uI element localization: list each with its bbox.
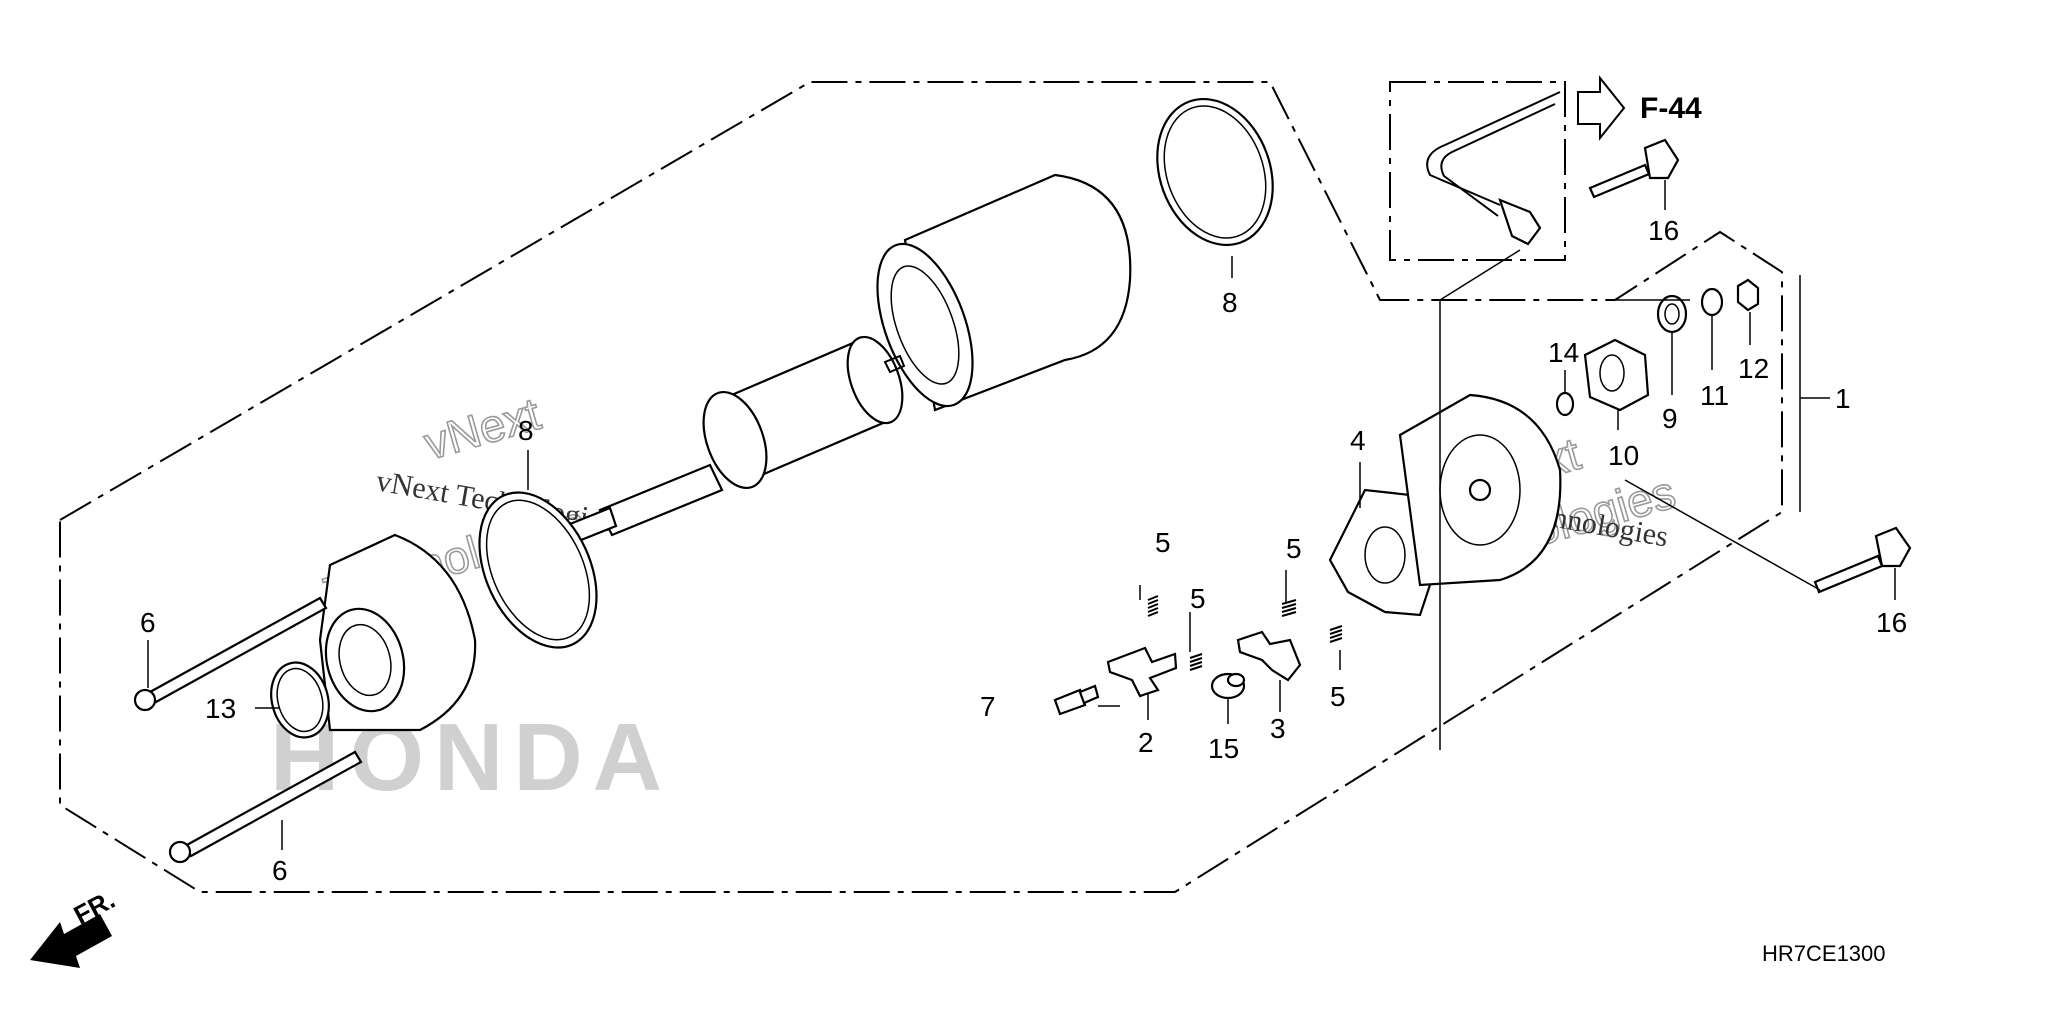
o-ring-8-top	[1156, 97, 1274, 247]
ref-section-label[interactable]: F-44	[1640, 92, 1702, 125]
brush-set-3	[1236, 630, 1302, 682]
callout-4[interactable]: 4	[1350, 425, 1366, 456]
screw-15	[1210, 672, 1246, 700]
front-marker: FR.	[69, 884, 120, 930]
through-bolt-lower	[168, 750, 363, 864]
washer-14	[1555, 391, 1575, 417]
brush-set-2	[1106, 646, 1178, 698]
callout-14[interactable]: 14	[1548, 337, 1579, 368]
callout-9[interactable]: 9	[1662, 403, 1678, 434]
callout-5-a[interactable]: 5	[1155, 527, 1171, 558]
callout-3[interactable]: 3	[1270, 713, 1286, 744]
callout-6-a[interactable]: 6	[140, 607, 156, 638]
callout-5-b[interactable]: 5	[1190, 583, 1206, 614]
brush-spring-3	[1281, 599, 1297, 617]
brush-spring-4	[1329, 625, 1343, 643]
nut-12	[1736, 278, 1760, 312]
callout-16-lower[interactable]: 16	[1876, 607, 1907, 638]
assembly-boundary	[59, 81, 1783, 893]
leader-lines	[147, 180, 1896, 850]
callout-5-c[interactable]: 5	[1286, 533, 1302, 564]
insulator-9	[1656, 294, 1688, 334]
callout-2[interactable]: 2	[1138, 727, 1154, 758]
callout-13[interactable]: 13	[205, 693, 236, 724]
callout-16-upper[interactable]: 16	[1648, 215, 1679, 246]
callout-8-top[interactable]: 8	[1222, 287, 1238, 318]
flange-bolt-16-upper	[1588, 138, 1680, 199]
screw-7	[1053, 684, 1100, 716]
callout-8-mid[interactable]: 8	[518, 415, 534, 446]
through-bolt-upper	[133, 596, 328, 712]
starter-cable	[1426, 91, 1561, 246]
rear-cover	[1398, 393, 1562, 587]
front-direction-arrow	[30, 914, 112, 968]
callout-7[interactable]: 7	[980, 691, 996, 722]
diagram-code: HR7CE1300	[1762, 941, 1886, 966]
armature	[558, 335, 906, 548]
motor-case	[876, 173, 1132, 412]
brush-spring-1	[1147, 595, 1159, 617]
callout-12[interactable]: 12	[1738, 353, 1769, 384]
callout-15[interactable]: 15	[1208, 733, 1239, 764]
washer-11	[1700, 287, 1724, 317]
o-ring-8-mid	[478, 491, 598, 649]
callout-1[interactable]: 1	[1835, 383, 1851, 414]
terminal-insulator	[1583, 338, 1650, 412]
flange-bolt-16-lower	[1813, 526, 1912, 594]
callout-5-d[interactable]: 5	[1330, 681, 1346, 712]
callout-6-b[interactable]: 6	[272, 855, 288, 886]
front-cover	[318, 533, 477, 732]
brush-spring-2	[1189, 653, 1203, 671]
callout-11[interactable]: 11	[1700, 380, 1729, 411]
callout-10[interactable]: 10	[1608, 440, 1639, 471]
cable-subassembly-box	[1389, 81, 1566, 261]
o-ring-13	[270, 661, 330, 739]
reference-arrow	[1577, 75, 1626, 141]
